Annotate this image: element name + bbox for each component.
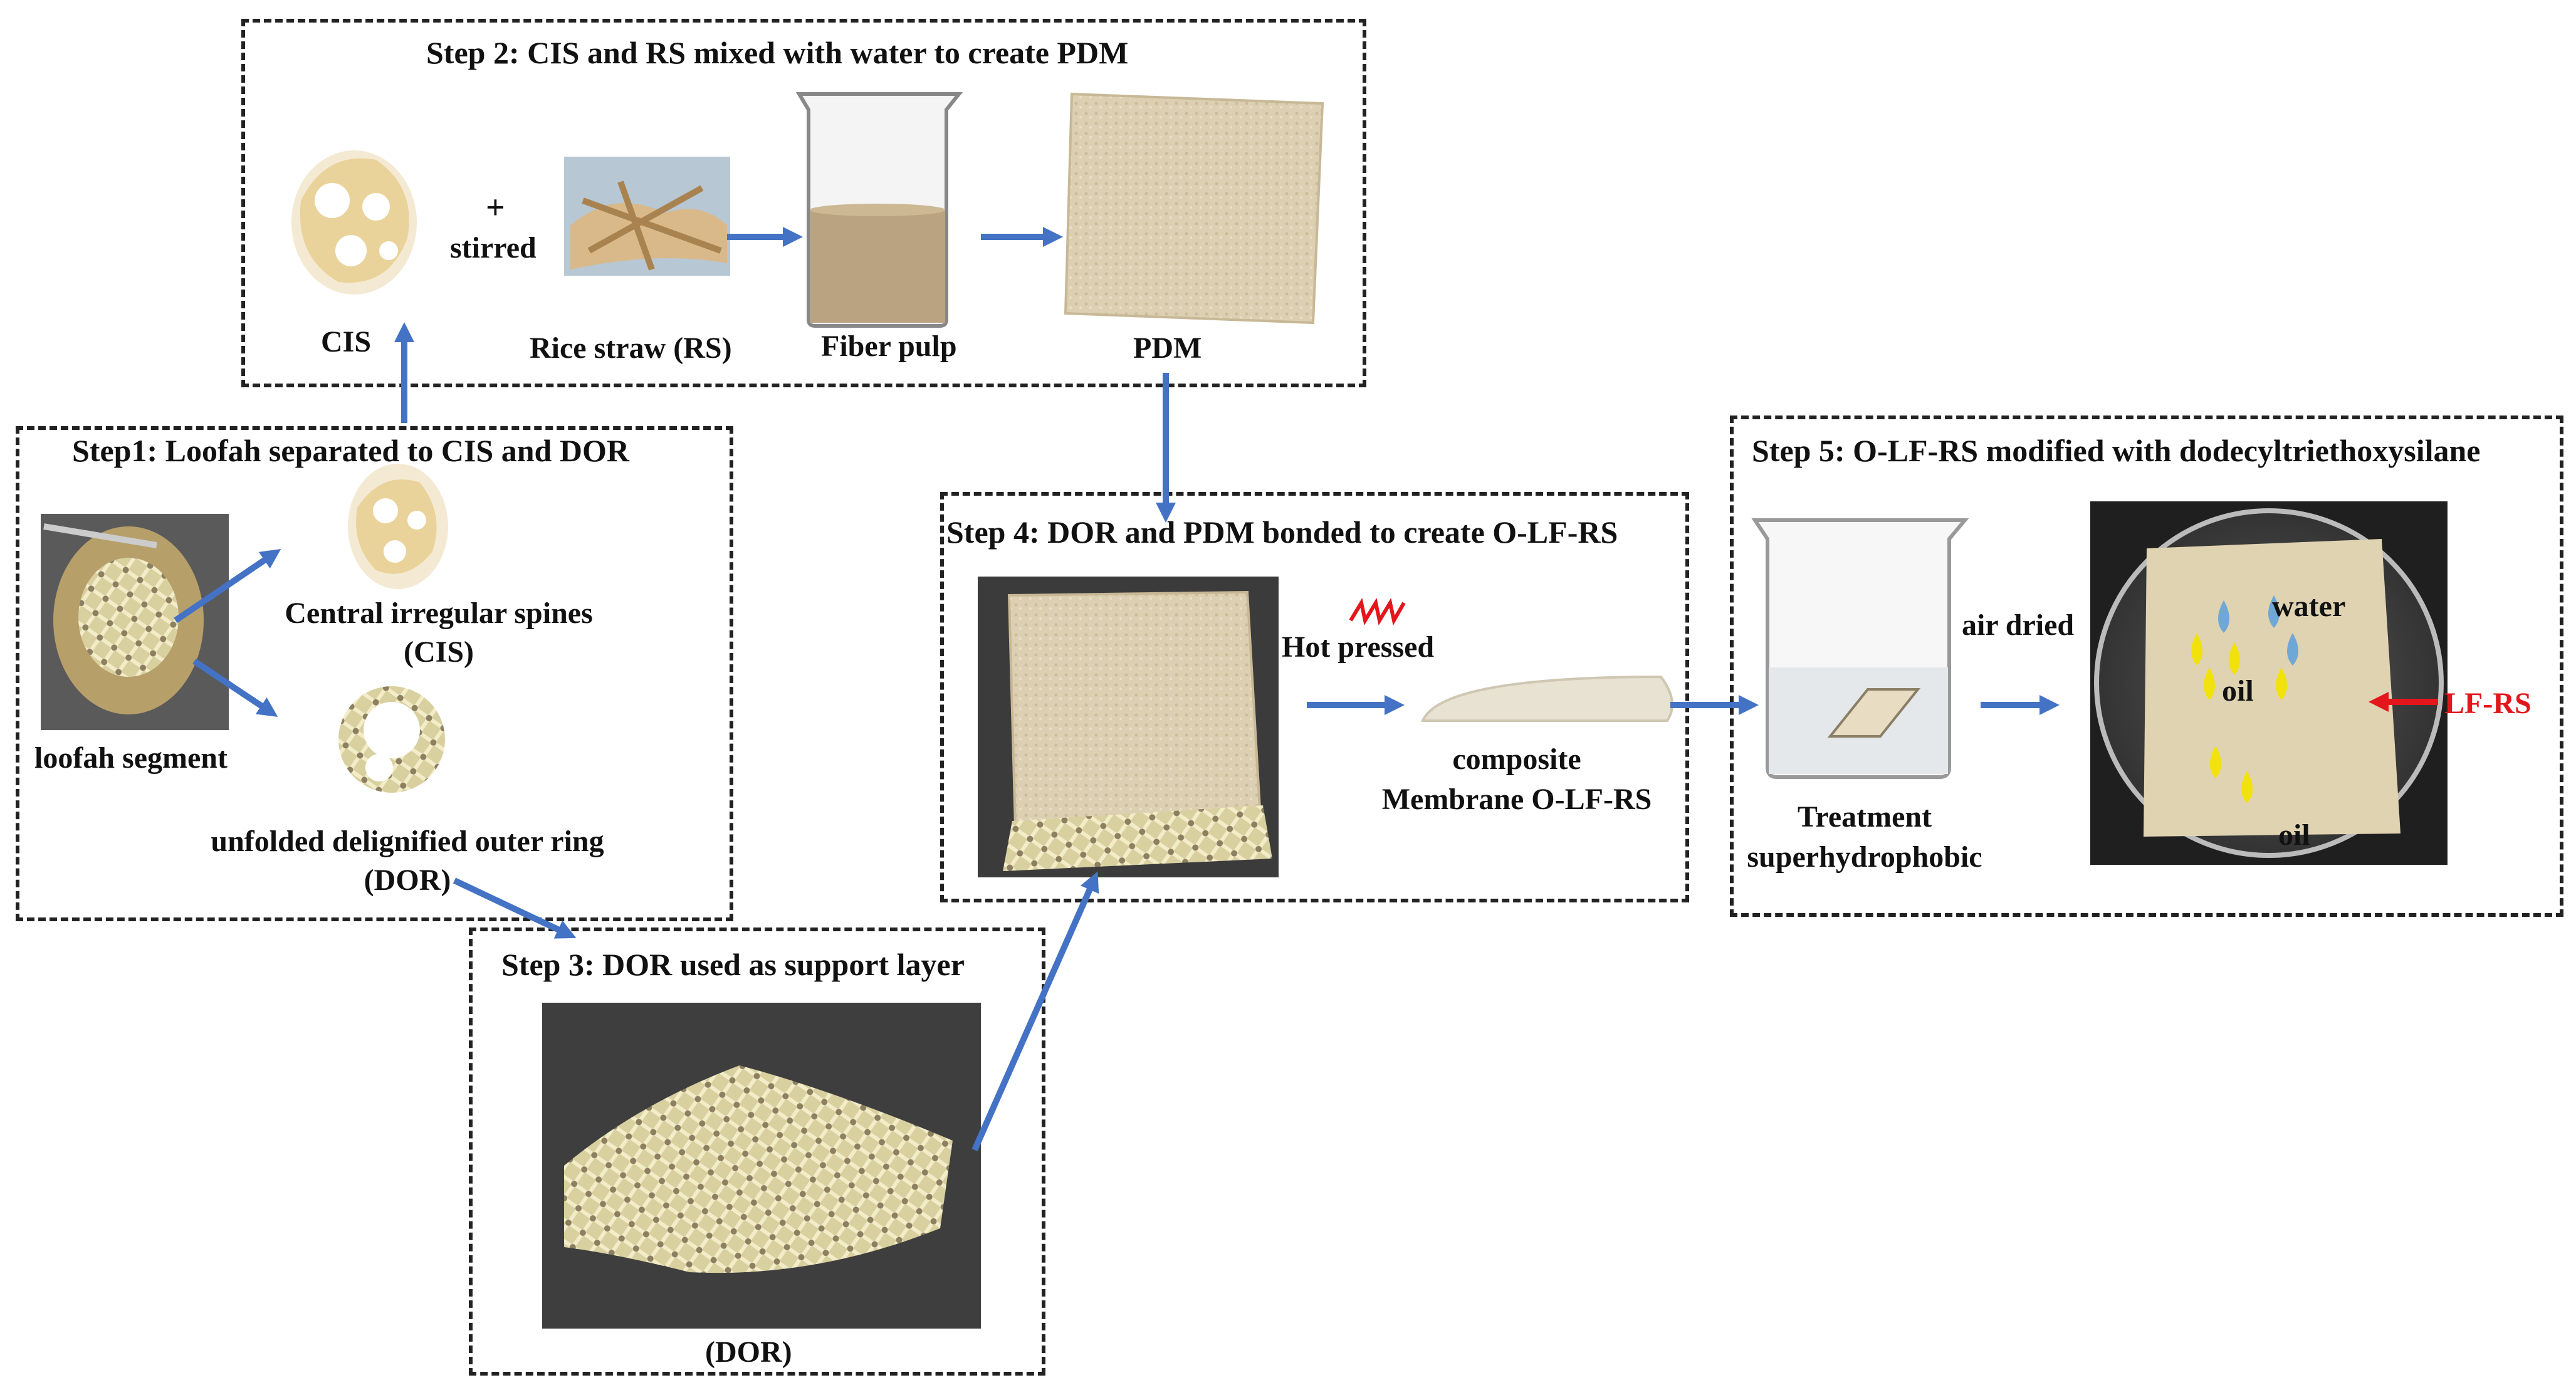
arrow-loofah-to-cis [174,549,281,624]
dor-ring-image [338,686,445,793]
pdm-label: PDM [1133,332,1202,365]
dor-support-layer-image [542,1003,981,1329]
arrow-dor-to-step3 [453,877,577,939]
dor-caption: (DOR) [705,1335,792,1369]
rice-straw-image [564,157,730,276]
arrow-step3-to-step4 [971,871,1099,1152]
treatment-line2: superhydrophobic [1747,840,1982,874]
plus-sign: + [486,189,505,226]
step1-title: Step1: Loofah separated to CIS and DOR [72,433,629,468]
cis-full-line2: (CIS) [403,635,474,669]
hot-pressed-label: Hot pressed [1282,630,1435,664]
composite-membrane-image [1420,675,1673,722]
hot-pressed-heat-icon [1349,597,1406,626]
composite-line1: composite [1452,743,1581,776]
lf-rs-label: LF-RS [2444,687,2531,720]
cis-full-line1: Central irregular spines [285,597,593,630]
step3-box [469,928,1045,1376]
beaker-fiber-pulp [795,92,963,328]
step4-box [940,492,1689,902]
petri-dish-image [2090,501,2448,865]
step5-title: Step 5: O-LF-RS modified with dodecyltri… [1752,433,2481,468]
loofah-segment-image [41,514,229,730]
step2-title: Step 2: CIS and RS mixed with water to c… [426,35,1129,70]
treatment-beaker-image [1751,518,1969,779]
rice-straw-label: Rice straw (RS) [530,332,732,365]
step4-title: Step 4: DOR and PDM bonded to create O-L… [946,515,1618,550]
composite-membrane-label: composite Membrane O-LF-RS [1354,739,1680,820]
cis-full-label: Central irregular spines (CIS) [270,594,608,672]
oil-label-2: oil [2278,818,2310,852]
air-dried-label: air dried [1962,609,2075,642]
dor-full-line2: (DOR) [364,864,451,897]
cis-small-image [348,464,448,589]
flow-arrows [174,226,2060,1152]
arrow-loofah-to-dor [192,658,278,717]
stirred-label: stirred [450,231,537,264]
step2-box [241,19,1366,387]
dor-full-label: unfolded delignified outer ring (DOR) [175,822,639,900]
oil-label-1: oil [2222,674,2254,708]
bonded-membrane-image [978,577,1279,877]
composite-line2: Membrane O-LF-RS [1381,783,1652,816]
pdm-image [1064,92,1324,325]
water-label: water [2272,590,2346,623]
loofah-segment-label: loofah segment [34,741,228,775]
treatment-label: Treatment superhydrophobic [1746,797,1984,877]
cis-image [291,150,417,295]
step5-box [1730,415,2563,917]
fiber-pulp-label: Fiber pulp [821,330,957,363]
treatment-line1: Treatment [1797,800,1932,833]
cis-label: CIS [321,325,372,358]
oil-droplets [2191,633,2287,803]
step1-box [16,426,733,921]
step3-title: Step 3: DOR used as support layer [501,947,965,982]
water-droplets [2218,595,2298,666]
dor-full-line1: unfolded delignified outer ring [211,825,604,858]
